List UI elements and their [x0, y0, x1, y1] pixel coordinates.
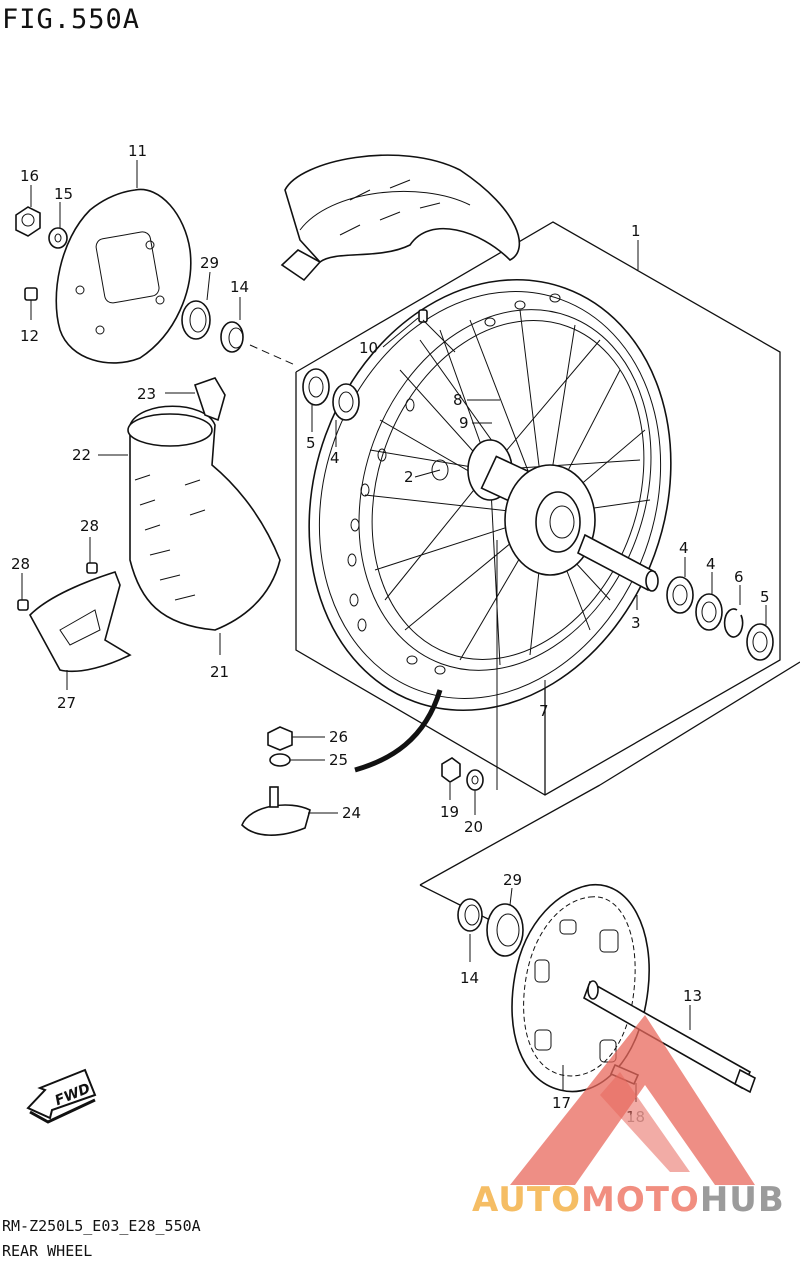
bolt-28a-icon — [86, 562, 98, 574]
model-code: RM-Z250L5_E03_E28_550A — [2, 1217, 201, 1235]
callout-28a: 28 — [80, 517, 99, 535]
disc-guard-icon — [29, 571, 132, 673]
callout-24: 24 — [342, 804, 361, 822]
left-bearings-icon — [302, 368, 360, 421]
callout-22: 22 — [72, 446, 91, 464]
callout-29a: 29 — [200, 254, 219, 272]
callout-5a: 5 — [306, 434, 316, 452]
spoke-nipple-icon — [418, 309, 456, 353]
spacer-14-bottom-icon — [457, 898, 483, 932]
callout-19: 19 — [440, 803, 459, 821]
rim-guard-icon — [193, 377, 226, 422]
washer-20-icon — [466, 769, 484, 791]
callout-10: 10 — [359, 339, 378, 357]
figure-title: FIG.550A — [2, 4, 141, 35]
rim-nipple-holes — [347, 293, 561, 675]
callout-2: 2 — [404, 468, 414, 486]
right-bearings-icon — [666, 576, 774, 661]
bolt-28b-icon — [17, 599, 29, 611]
callout-9: 9 — [459, 414, 469, 432]
bolt-12-icon — [24, 287, 38, 301]
callout-labels: 1 2 3 4 4 4 5 5 6 7 8 9 10 11 12 13 14 1… — [11, 142, 770, 1126]
callout-17: 17 — [552, 1094, 571, 1112]
callout-3: 3 — [631, 614, 641, 632]
callout-20: 20 — [464, 818, 483, 836]
seal-29-top-icon — [181, 300, 211, 340]
callout-6: 6 — [734, 568, 744, 586]
washer-25-icon — [269, 753, 291, 767]
spacer-14-top-icon — [220, 321, 244, 353]
callout-16: 16 — [20, 167, 39, 185]
callout-14a: 14 — [230, 278, 249, 296]
callout-4a: 4 — [679, 539, 689, 557]
callout-4b: 4 — [706, 555, 716, 573]
watermark-auto: AUTO — [472, 1180, 581, 1220]
callout-4c: 4 — [330, 449, 340, 467]
fwd-arrow-icon: FWD — [26, 1068, 97, 1124]
callout-5b: 5 — [760, 588, 770, 606]
hub-icon — [431, 439, 596, 576]
callout-21: 21 — [210, 663, 229, 681]
tube-curve-icon — [354, 689, 443, 773]
callout-13: 13 — [683, 987, 702, 1005]
tire-left-icon — [127, 405, 281, 631]
callout-11: 11 — [128, 142, 147, 160]
callout-14b: 14 — [460, 969, 479, 987]
callout-7: 7 — [539, 702, 549, 720]
washer-15-icon — [48, 227, 68, 249]
callout-23: 23 — [137, 385, 156, 403]
tire-top-icon — [280, 154, 521, 282]
callout-28b: 28 — [11, 555, 30, 573]
automotohub-logo-icon — [510, 1015, 755, 1185]
valve-24-icon — [241, 786, 311, 836]
callout-12: 12 — [20, 327, 39, 345]
sprocket-icon — [511, 884, 650, 1093]
nut-19-icon — [441, 757, 461, 783]
callout-25: 25 — [329, 751, 348, 769]
callout-15: 15 — [54, 185, 73, 203]
nut-16-icon — [15, 206, 41, 237]
callout-1: 1 — [631, 222, 641, 240]
figure-name: REAR WHEEL — [2, 1242, 93, 1260]
leader-lines — [21, 160, 767, 1102]
axle-icon — [583, 980, 756, 1094]
brake-disc-icon — [55, 188, 192, 364]
nut-26-icon — [267, 726, 293, 751]
watermark-moto: MOTO — [580, 1180, 700, 1220]
watermark-text: AUTOMOTOHUB — [472, 1180, 785, 1220]
callout-27: 27 — [57, 694, 76, 712]
callout-8: 8 — [453, 391, 463, 409]
callout-29b: 29 — [503, 871, 522, 889]
seal-29-bottom-icon — [486, 903, 524, 957]
watermark-hub: HUB — [699, 1180, 785, 1220]
axis-line — [249, 344, 296, 366]
axle-spacer-icon — [576, 533, 659, 592]
callout-26: 26 — [329, 728, 348, 746]
